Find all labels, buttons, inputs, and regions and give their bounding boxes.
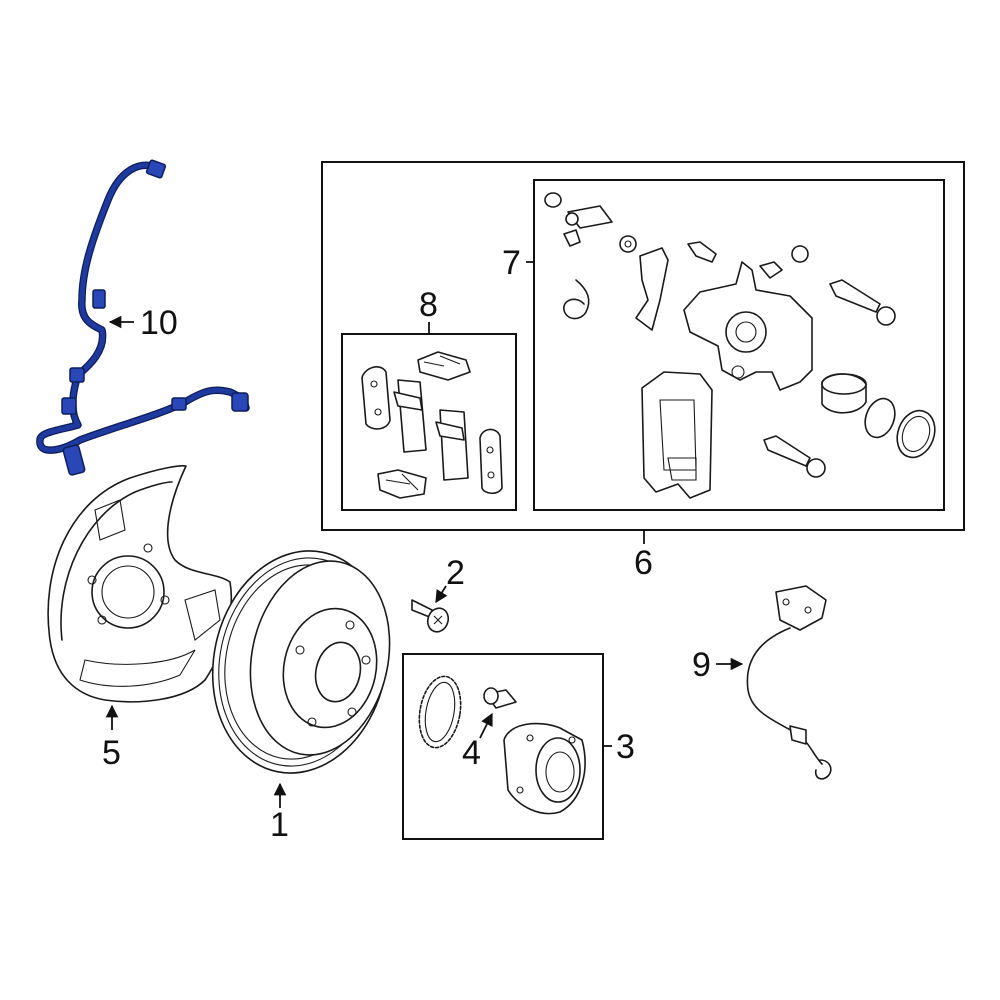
brake-rotor	[211, 550, 391, 774]
callout-5: 5	[102, 734, 121, 772]
caliper-kit-box	[321, 161, 965, 531]
callout-4: 4	[462, 734, 481, 772]
abs-sensor-harness	[36, 159, 250, 476]
callout-3: 3	[616, 728, 635, 766]
callout-9: 9	[692, 646, 711, 684]
hub-assembly	[418, 675, 586, 815]
rotor-screw	[411, 599, 450, 633]
callout-2: 2	[446, 554, 465, 592]
callout-8: 8	[419, 286, 438, 324]
callout-10: 10	[140, 304, 178, 342]
brake-pads	[361, 351, 503, 499]
brake-hose	[746, 585, 832, 780]
caliper-box	[533, 179, 945, 511]
dust-shield	[47, 465, 233, 703]
callout-1: 1	[270, 806, 289, 844]
caliper-parts	[544, 192, 936, 499]
callout-7: 7	[502, 244, 521, 282]
leader-lines	[105, 261, 744, 808]
callout-6: 6	[634, 544, 653, 582]
